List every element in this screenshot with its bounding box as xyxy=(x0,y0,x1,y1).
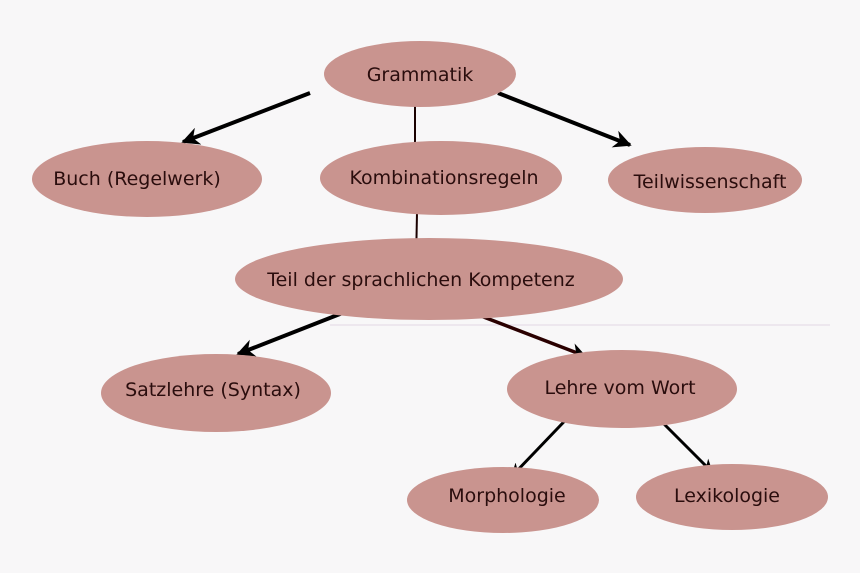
node-lexikologie: Lexikologie xyxy=(636,464,828,530)
node-kompetenz-shape xyxy=(235,238,623,320)
node-morphologie-label: Morphologie xyxy=(448,485,566,507)
node-buch-shape xyxy=(32,141,262,217)
node-satzlehre: Satzlehre (Syntax) xyxy=(101,354,331,432)
node-grammatik: Grammatik xyxy=(324,41,516,107)
node-kompetenz: Teil der sprachlichen Kompetenz xyxy=(235,238,623,320)
node-morphologie-shape xyxy=(407,467,599,533)
edge-grammatik-buch xyxy=(181,91,311,145)
node-teilwissenschaft-label: Teilwissenschaft xyxy=(633,171,787,193)
node-lehre-shape xyxy=(507,350,737,428)
node-buch: Buch (Regelwerk) xyxy=(32,141,262,217)
node-teilwissenschaft-shape xyxy=(608,147,802,213)
edge-grammatik-teilwissenschaft xyxy=(497,91,632,148)
node-grammatik-shape xyxy=(324,41,516,107)
node-kompetenz-label: Teil der sprachlichen Kompetenz xyxy=(266,269,575,291)
node-lexikologie-shape xyxy=(636,464,828,530)
node-lehre: Lehre vom Wort xyxy=(507,350,737,428)
node-kombinationsregeln-shape xyxy=(320,141,562,215)
node-kombinationsregeln-label: Kombinationsregeln xyxy=(349,167,538,189)
node-teilwissenschaft: Teilwissenschaft xyxy=(608,147,802,213)
node-satzlehre-label: Satzlehre (Syntax) xyxy=(125,379,301,401)
node-lexikologie-label: Lexikologie xyxy=(674,485,780,507)
node-lehre-label: Lehre vom Wort xyxy=(544,377,695,399)
node-grammatik-label: Grammatik xyxy=(367,64,474,86)
node-kombinationsregeln: Kombinationsregeln xyxy=(320,141,562,215)
node-satzlehre-shape xyxy=(101,354,331,432)
node-morphologie: Morphologie xyxy=(407,467,599,533)
node-buch-label: Buch (Regelwerk) xyxy=(53,168,221,190)
